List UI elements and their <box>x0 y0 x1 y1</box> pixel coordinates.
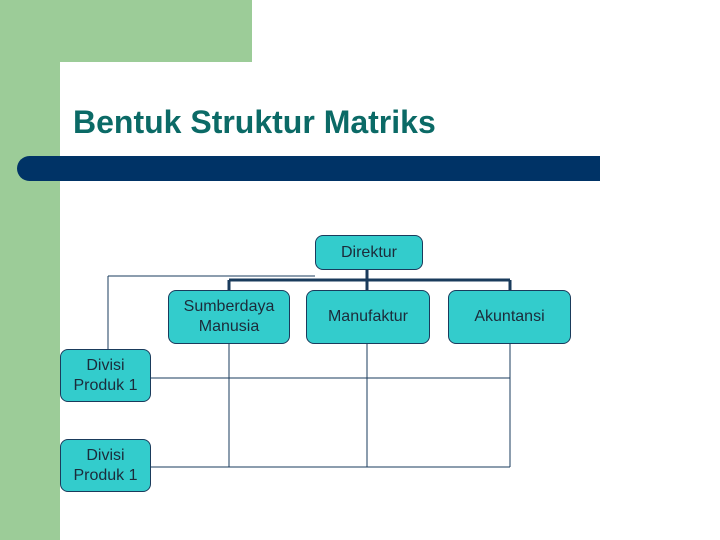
node-function-akuntansi: Akuntansi <box>448 290 571 344</box>
slide-title: Bentuk Struktur Matriks <box>73 104 436 140</box>
node-division-1: Divisi Produk 1 <box>60 349 151 402</box>
node-function-sumberdaya-manusia: Sumberdaya Manusia <box>168 290 290 344</box>
background-accent-left <box>0 0 60 540</box>
title-underline-bar <box>17 156 600 181</box>
node-function-manufaktur: Manufaktur <box>306 290 430 344</box>
node-division-2: Divisi Produk 1 <box>60 439 151 492</box>
node-direktur: Direktur <box>315 235 423 270</box>
